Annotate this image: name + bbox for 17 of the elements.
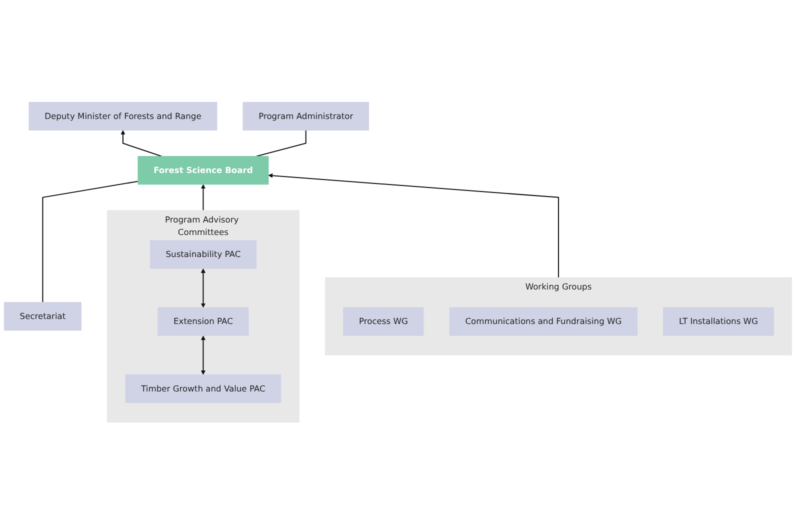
arrow (200, 336, 206, 376)
connector (256, 130, 306, 158)
arrow (200, 184, 206, 211)
arrow (200, 268, 206, 308)
arrow (120, 130, 162, 158)
node-box: Secretariat (4, 302, 82, 331)
node-box: Sustainability PAC (150, 240, 257, 269)
node-box: Timber Growth and Value PAC (125, 374, 282, 404)
node-box: Extension PAC (158, 308, 249, 336)
connector (42, 181, 138, 303)
node-box: Process WG (343, 308, 424, 336)
node-box: LT Installations WG (663, 308, 774, 336)
node-box: Forest Science Board (138, 156, 269, 185)
node-box: Communications and Fundraising WG (449, 308, 638, 336)
node-box: Deputy Minister of Forests and Range (28, 102, 218, 131)
node-box: Program Administrator (242, 102, 370, 131)
arrow (268, 174, 560, 278)
